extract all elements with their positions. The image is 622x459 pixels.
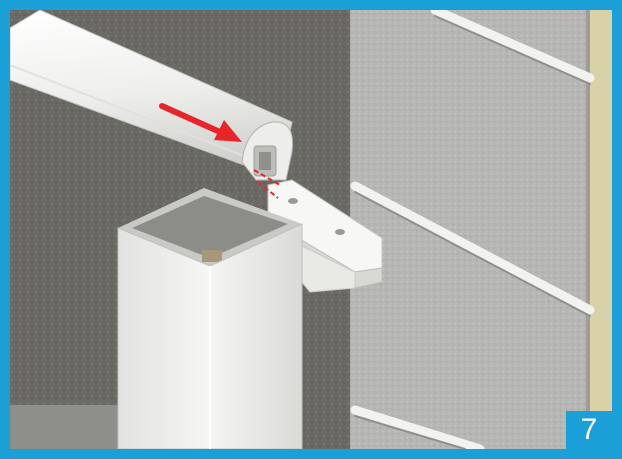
assembly-illustration bbox=[10, 10, 612, 449]
facade-panel bbox=[350, 10, 612, 449]
square-post bbox=[118, 188, 302, 449]
ground-strip bbox=[10, 405, 130, 449]
step-number-badge: 7 bbox=[566, 411, 612, 449]
